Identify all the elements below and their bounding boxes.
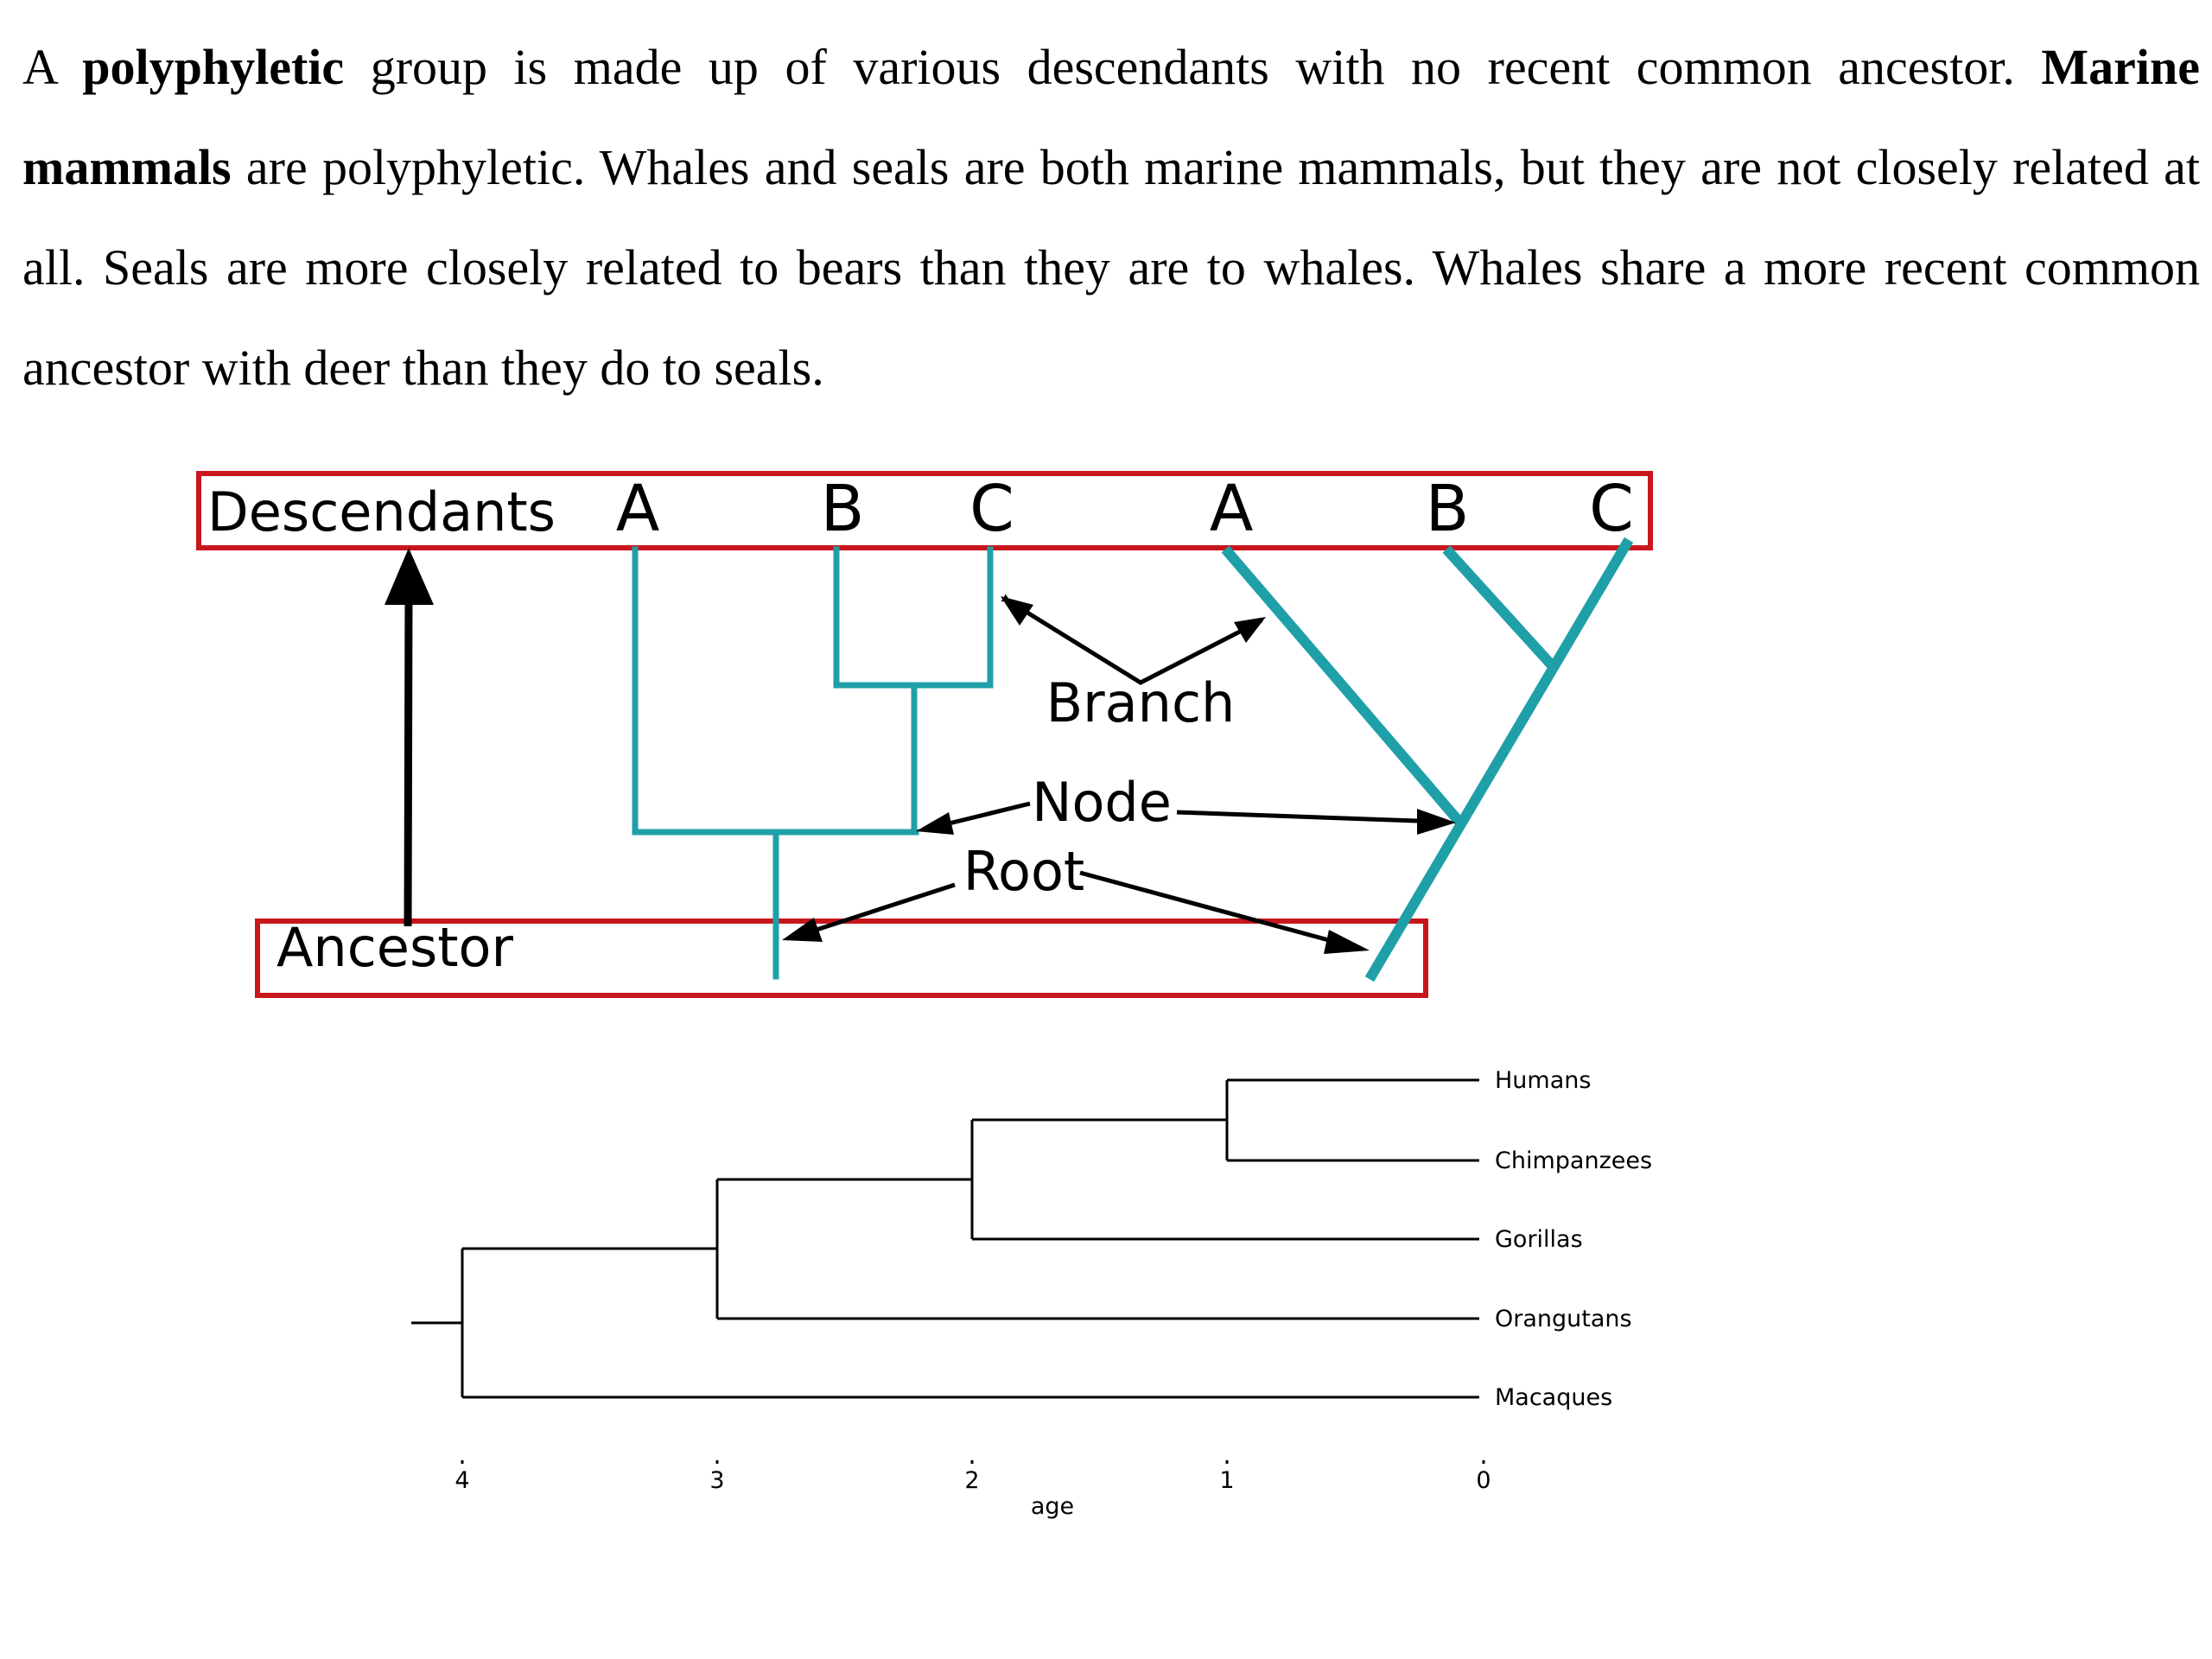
main-stem-right [1364,537,1634,982]
right-tip-c: C [1589,472,1634,546]
root-arrow-right [1079,870,1336,944]
term-polyphyletic: polyphyletic [82,39,345,95]
taxon-label: Orangutans [1495,1306,1632,1332]
age-axis: 4 3 2 1 0 age [454,1460,1491,1520]
node-arrowhead-right [1417,809,1456,835]
node-label: Node [1032,771,1172,834]
node-arrow-left [941,801,1031,828]
branch-arrowhead-right [1234,617,1266,643]
axis-tick-label: 2 [964,1467,979,1494]
term-marine-mammals: Marine mammals [22,39,2200,195]
axis-label: age [1031,1493,1074,1520]
branch-arrows [1001,594,1263,685]
right-tip-a: A [1210,472,1254,546]
intro-paragraph: A polyphyletic group is made up of vario… [22,39,2200,396]
right-tip-b: B [1426,472,1470,546]
axis-tick-label: 0 [1476,1467,1491,1494]
branch-a-left [632,546,919,836]
left-tip-b: B [821,472,865,546]
branch-arrowhead-left [1001,596,1033,626]
taxon-label: Humans [1495,1067,1591,1094]
branch-b-right [1442,545,1560,673]
time-arrow-head [385,548,434,605]
axis-tick-label: 1 [1219,1467,1234,1494]
branch-a-right [1221,545,1466,829]
left-tip-c: C [969,472,1014,546]
root-label: Root [963,840,1084,903]
time-arrow-shaft [404,591,413,927]
primate-cladogram: Humans Chimpanzees Gorillas Orangutans M… [411,1067,1652,1520]
descendants-label: Descendants [207,480,556,543]
rectangular-tree [632,546,994,980]
node-arrow-right [1176,810,1418,823]
ancestor-label: Ancestor [276,916,513,979]
root-arrow-left [816,882,956,932]
taxon-label: Chimpanzees [1495,1147,1652,1174]
root-arrowhead-right [1324,930,1370,954]
axis-tick-label: 3 [709,1467,724,1494]
axis-tick-label: 4 [454,1467,469,1494]
descendants-box [196,471,1653,550]
left-tip-a: A [616,472,660,546]
taxon-label: Gorillas [1495,1226,1583,1253]
node-arrowhead-left [916,812,954,835]
root-arrowhead-left [782,918,823,942]
branch-bc-left [833,546,994,689]
taxon-label: Macaques [1495,1384,1612,1411]
slanted-tree [1221,537,1634,982]
